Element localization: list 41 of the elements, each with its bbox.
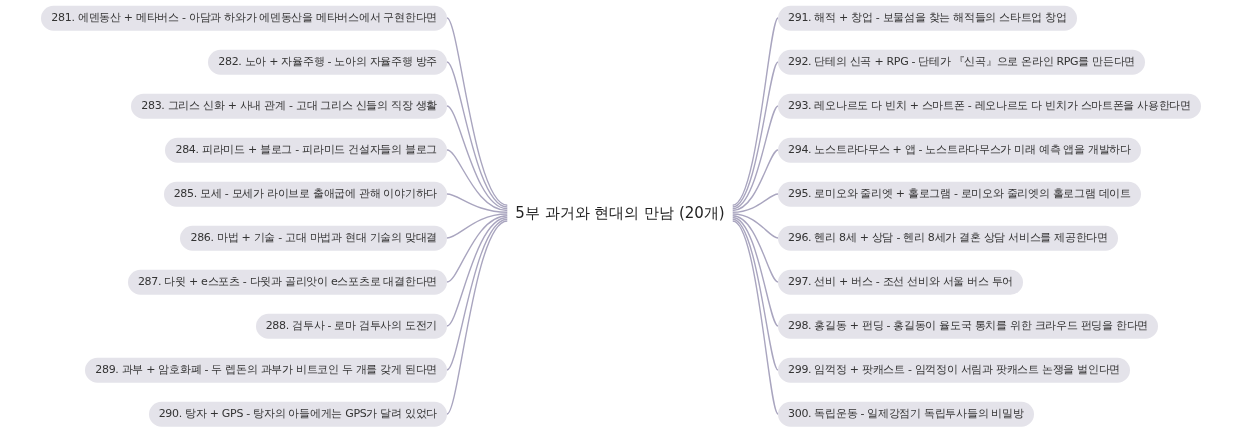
connector-line <box>446 216 508 327</box>
topic-pill: 299. 임꺽정 + 팟캐스트 - 임꺽정이 서림과 팟캐스트 논쟁을 벌인다면 <box>778 357 1131 383</box>
topic-pill: 290. 탕자 + GPS - 탕자의 아들에게는 GPS가 달려 있었다 <box>148 401 447 427</box>
topic-pill: 295. 로미오와 줄리엣 + 홀로그램 - 로미오와 줄리엣의 홀로그램 데이트 <box>778 181 1141 207</box>
connector-line <box>732 218 779 371</box>
topic-pill: 285. 모세 - 모세가 라이브로 출애굽에 관해 이야기하다 <box>163 181 447 207</box>
connector-line <box>446 215 508 283</box>
connector-line <box>446 213 508 239</box>
topic-pill: 288. 검투사 - 로마 검투사의 도전기 <box>255 313 447 339</box>
connector-line <box>732 216 779 327</box>
topic-pill: 300. 독립운동 - 일제강점기 독립투사들의 비밀방 <box>778 401 1034 427</box>
topic-pill: 287. 다윗 + e스포츠 - 다윗과 골리앗이 e스포츠로 대결한다면 <box>127 269 447 295</box>
connector-line <box>446 61 508 208</box>
topic-pill: 281. 에덴동산 + 메타버스 - 아담과 하와가 에덴동산을 메타버스에서 구현한다면 <box>41 5 447 31</box>
topic-pill: 298. 홍길동 + 펀딩 - 홍길동이 율도국 통치를 위한 크라우드 펀딩을 한다면 <box>778 313 1158 339</box>
topic-pill: 297. 선비 + 버스 - 조선 선비와 서울 버스 투어 <box>778 269 1024 295</box>
connector-line <box>732 105 779 210</box>
topic-pill: 293. 레오나르도 다 빈치 + 스마트폰 - 레오나르도 다 빈치가 스마트폰을 사용한다면 <box>778 93 1201 119</box>
connector-line <box>732 17 779 206</box>
connector-line <box>446 220 508 415</box>
topic-pill: 296. 헨리 8세 + 상담 - 헨리 8세가 결혼 상담 서비스를 제공한다면 <box>778 225 1118 251</box>
connector-line <box>732 220 779 415</box>
topic-pill: 289. 과부 + 암호화폐 - 두 렙돈의 과부가 비트코인 두 개를 갖게 된다면 <box>85 357 447 383</box>
connector-line <box>446 17 508 206</box>
connector-line <box>732 61 779 208</box>
topic-pill: 292. 단테의 신곡 + RPG - 단테가 『신곡』으로 온라인 RPG를 만든다면 <box>778 49 1146 75</box>
topic-pill: 286. 마법 + 기술 - 고대 마법과 현대 기술의 맞대결 <box>180 225 447 251</box>
topic-pill: 294. 노스트라다무스 + 앱 - 노스트라다무스가 미래 예측 앱을 개발하다 <box>778 137 1141 163</box>
connector-line <box>732 215 779 283</box>
connector-line <box>732 213 779 239</box>
connector-line <box>732 193 779 213</box>
connector-line <box>446 149 508 212</box>
topic-pill: 283. 그리스 신화 + 사내 관계 - 고대 그리스 신들의 직장 생활 <box>131 93 447 119</box>
topic-pill: 291. 해적 + 창업 - 보물섬을 찾는 해적들의 스타트업 창업 <box>778 5 1077 31</box>
connector-line <box>446 193 508 213</box>
connector-line <box>446 105 508 210</box>
topic-pill: 284. 피라미드 + 블로그 - 피라미드 건설자들의 블로그 <box>165 137 447 163</box>
connector-line <box>732 149 779 212</box>
central-topic: 5부 과거와 현대의 만남 (20개) <box>507 199 733 227</box>
topic-pill: 282. 노아 + 자율주행 - 노아의 자율주행 방주 <box>208 49 447 75</box>
connector-line <box>446 218 508 371</box>
